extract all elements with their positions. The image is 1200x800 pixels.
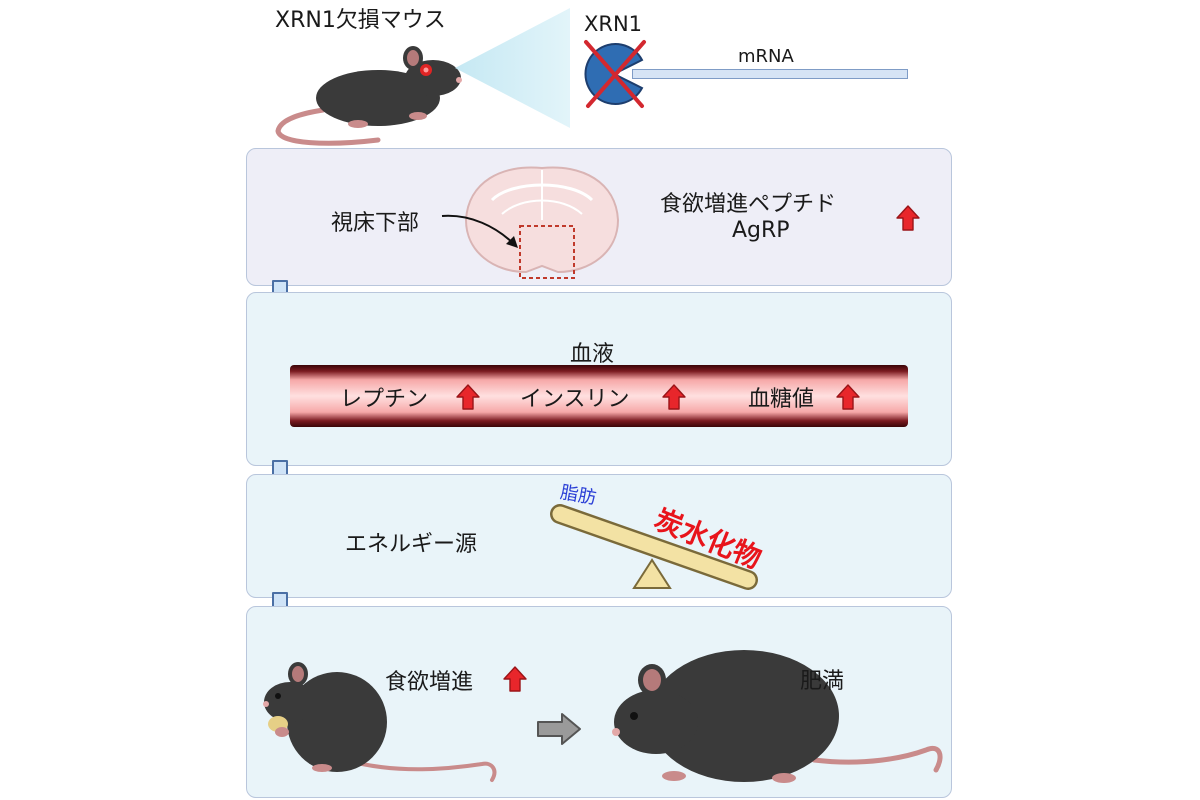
hypothalamus-label: 視床下部: [331, 211, 420, 236]
seesaw-illustration: [550, 504, 758, 590]
xrn1-knockout-mouse-label: XRN1欠損マウス: [275, 8, 446, 33]
energy-source-label: エネルギー源: [345, 532, 478, 557]
obese-mouse-illustration: [612, 650, 943, 783]
xrn1-enzyme-label: XRN1: [584, 12, 643, 36]
blood-glucose-label: 血糖値: [748, 387, 815, 412]
appetite-increase-label: 食欲増進: [385, 670, 474, 695]
obesity-label: 肥満: [800, 669, 845, 694]
hypothalamus-pointer-arrow: [441, 214, 518, 248]
brain-section-illustration: [464, 166, 620, 279]
xrn1-knockout-mouse-illustration: [275, 46, 462, 146]
xrn1-enzyme-icon: [584, 40, 646, 108]
leptin-increase-arrow-icon: [456, 384, 480, 410]
appetite-peptide-label: 食欲増進ペプチド: [660, 192, 837, 217]
zoom-beam: [455, 8, 570, 128]
insulin-label: インスリン: [520, 387, 630, 412]
blood-vessel: [290, 365, 908, 427]
insulin-increase-arrow-icon: [662, 384, 686, 410]
progression-arrow-icon: [537, 713, 581, 745]
blood-title: 血液: [570, 342, 615, 367]
mrna-label: mRNA: [738, 46, 794, 67]
agrp-increase-arrow-icon: [896, 205, 920, 231]
blood-glucose-increase-arrow-icon: [836, 384, 860, 410]
appetite-increase-arrow-icon: [503, 666, 527, 692]
mrna-strand: [632, 69, 908, 79]
eating-mouse-illustration: [263, 662, 497, 782]
leptin-label: レプチン: [340, 387, 429, 412]
agrp-label: AgRP: [732, 218, 790, 243]
